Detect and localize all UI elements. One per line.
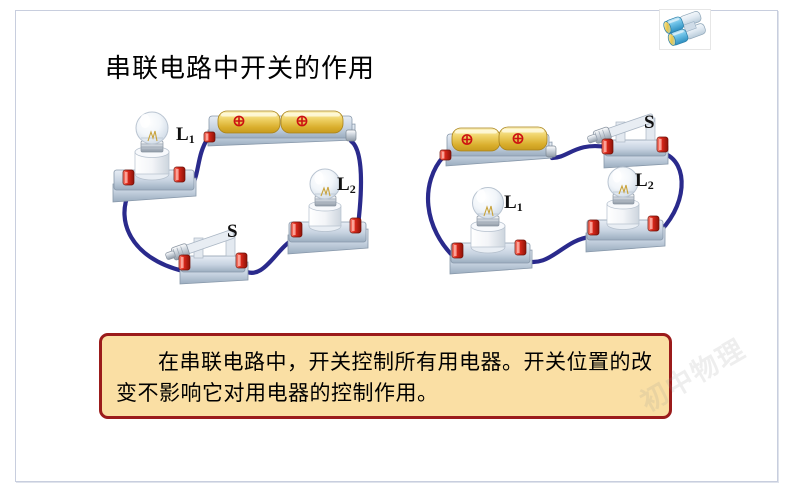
page-title: 串联电路中开关的作用 [105, 54, 376, 83]
conclusion-text: 在串联电路中，开关控制所有用电器。开关位置的改变不影响它对用电器的控制作用。 [116, 350, 653, 405]
lamp-l1-terminal-left [122, 169, 135, 186]
label-l1-left: L1 [176, 124, 195, 146]
lamp-l2-terminal-left [587, 219, 600, 236]
label-l2-right: L2 [635, 170, 654, 192]
switch-s [165, 229, 249, 285]
battery-terminal-right [545, 145, 557, 158]
lamp-l1 [112, 111, 197, 203]
battery-terminal-right [345, 129, 357, 142]
switch-terminal-left [178, 254, 191, 271]
switch-terminal-left [601, 138, 614, 155]
lamp-l1 [449, 187, 533, 275]
label-s-left: S [227, 221, 238, 242]
lamp-l2-terminal-right [647, 215, 660, 232]
lamp-l2 [287, 168, 369, 255]
switch-terminal-right [235, 252, 248, 269]
battery-terminal-left [203, 131, 216, 143]
battery-pack [203, 110, 357, 147]
circuit-diagram-right: S L1 L2 [400, 100, 705, 305]
circuit-diagram-left: L1 L2 S [108, 108, 408, 303]
lamp-l1-terminal-right [173, 166, 186, 183]
label-l2-left: L2 [337, 174, 356, 196]
lamp-l1-terminal-left [451, 242, 464, 259]
battery-terminal-left [439, 149, 452, 161]
switch-terminal-right [656, 136, 669, 153]
battery-pack [439, 126, 557, 167]
lamp-l2-terminal-left [290, 221, 303, 238]
conclusion-box: 在串联电路中，开关控制所有用电器。开关位置的改变不影响它对用电器的控制作用。 [99, 333, 672, 419]
lamp-l1-terminal-right [514, 239, 527, 256]
lamp-l2-terminal-right [349, 217, 362, 234]
switch-s [587, 113, 669, 169]
binoculars-icon[interactable] [659, 9, 711, 50]
label-l1-right: L1 [504, 192, 523, 214]
lamp-l2 [585, 166, 666, 253]
label-s-right: S [644, 112, 655, 133]
